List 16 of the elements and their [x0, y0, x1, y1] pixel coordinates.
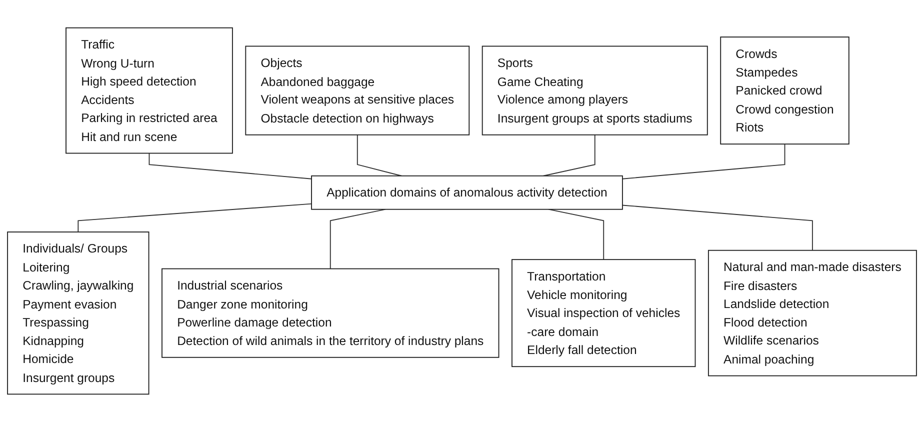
node-box: Transportation Vehicle monitoring Visual inspection of vehicles -care domain Elderly fall detection — [512, 259, 696, 368]
connector — [330, 208, 386, 270]
node-box: Traffic Wrong U-turn High speed detection Accidents Parking in restricted area Hit and run scene — [66, 27, 233, 154]
node-box: Crowds Stampedes Panicked crowd Crowd congestion Riots — [720, 36, 850, 145]
node-box: Sports Game Cheating Violence among players Insurgent groups at sports stadiums — [482, 46, 708, 136]
node-box: Industrial scenarios Danger zone monitoring Powerline damage detection Detection of wild animals in the territory of industry plans — [162, 268, 500, 358]
node-box: Objects Abandoned baggage Violent weapons at sensitive places Obstacle detection on highways — [245, 46, 470, 136]
node-box: Individuals/ Groups Loitering Crawling, jaywalking Payment evasion Trespassing Kidnapping Homicide Insurgent groups — [7, 232, 150, 395]
connector — [148, 152, 312, 180]
node-box: Application domains of anomalous activity detection — [311, 175, 623, 210]
node-box: Natural and man-made disasters Fire disasters Landslide detection Flood detection Wildlife scenarios Animal poaching — [708, 250, 917, 376]
connector — [622, 204, 813, 251]
connector — [78, 203, 312, 232]
connector — [622, 144, 786, 180]
connector — [542, 134, 596, 176]
connector — [548, 208, 604, 260]
